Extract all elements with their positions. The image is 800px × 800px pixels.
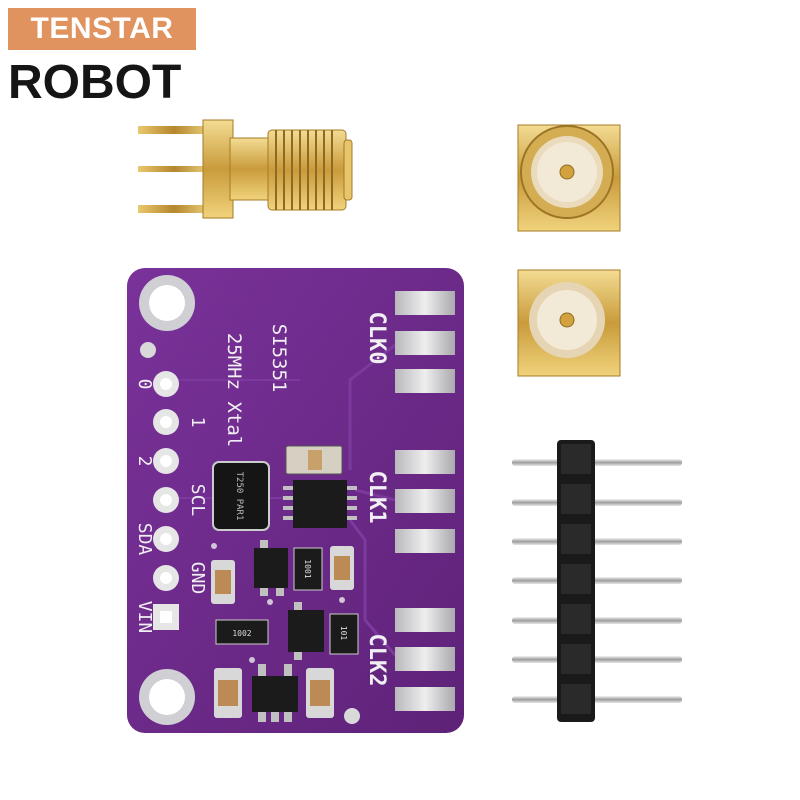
clk1-label: CLK1 bbox=[364, 471, 389, 524]
pin-label-sda: SDA bbox=[134, 523, 155, 556]
pin-label-gnd: GND bbox=[187, 562, 208, 595]
pin-label-scl: SCL bbox=[187, 484, 208, 517]
pin-header bbox=[512, 440, 682, 722]
sma-pcb-jack-bottom bbox=[517, 269, 621, 377]
sma-pcb-jack-top bbox=[517, 124, 621, 232]
pin-label-1: 1 bbox=[187, 417, 208, 428]
pin-label-0: 0 bbox=[134, 379, 155, 390]
pin-label-vin: VIN bbox=[134, 601, 155, 634]
pin-label-2: 2 bbox=[134, 456, 155, 467]
sma-edge-connector bbox=[138, 119, 353, 219]
brand-logo-bottom: ROBOT bbox=[8, 56, 182, 109]
chip-label: SI5351 bbox=[268, 324, 290, 393]
clk0-label: CLK0 bbox=[364, 312, 389, 365]
crystal-label: 25MHz Xtal bbox=[223, 333, 245, 447]
clk2-label: CLK2 bbox=[364, 634, 389, 687]
si5351-pcb: 0 1 2 SCL SDA GND VIN SI5351 25MHz Xtal … bbox=[127, 268, 464, 733]
resistor-1001: 1001 bbox=[303, 559, 312, 578]
header-holes bbox=[153, 371, 179, 630]
resistor-101: 101 bbox=[339, 626, 348, 641]
si5351-ic bbox=[283, 480, 357, 528]
brand-logo-top: TENSTAR bbox=[8, 8, 196, 50]
inductor-marking: T250 PAR1 bbox=[234, 472, 244, 521]
clk-pads bbox=[395, 291, 455, 711]
resistor-1002: 1002 bbox=[232, 629, 251, 638]
